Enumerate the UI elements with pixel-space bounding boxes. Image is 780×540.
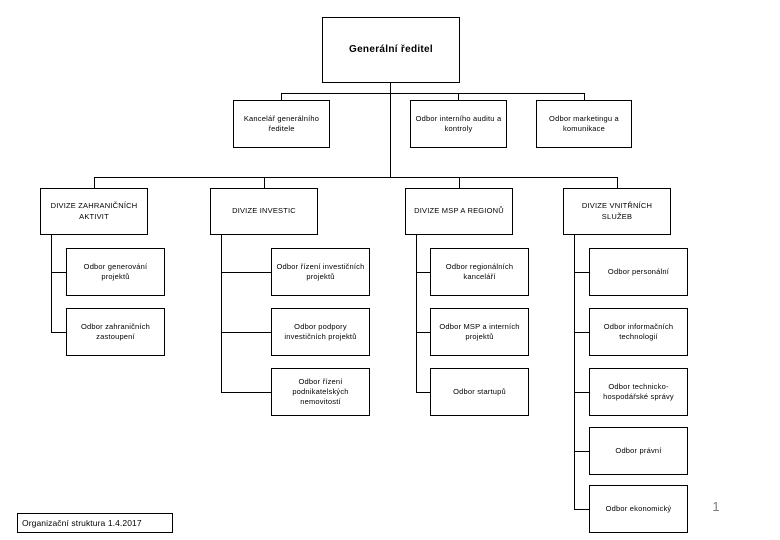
connector-line: [221, 332, 271, 333]
connector-line: [574, 332, 589, 333]
node-odbor-interniho-auditu-a-kontroly: Odbor interního auditu a kontroly: [410, 100, 507, 148]
footer-caption: Organizační struktura 1.4.2017: [17, 513, 173, 533]
node-odbor-zahranicnich-zastoupeni: Odbor zahraničních zastoupení: [66, 308, 165, 356]
connector-line: [416, 392, 430, 393]
node-odbor-technicko-hospodarske-spravy: Odbor technicko-hospodářské správy: [589, 368, 688, 416]
connector-line: [51, 235, 52, 332]
connector-line: [221, 272, 271, 273]
connector-line: [574, 392, 589, 393]
connector-line: [221, 235, 222, 392]
page-number: 1: [712, 499, 720, 514]
node-divize-investic: DIVIZE INVESTIC: [210, 188, 318, 235]
connector-line: [574, 509, 589, 510]
connector-line: [416, 332, 430, 333]
node-odbor-informacnich-technologii: Odbor informačních technologií: [589, 308, 688, 356]
node-divize-vnitrnich-sluzeb: DIVIZE VNITŘNÍCH SLUŽEB: [563, 188, 671, 235]
node-odbor-marketingu-a-komunikace: Odbor marketingu a komunikace: [536, 100, 632, 148]
connector-line: [281, 93, 282, 100]
node-odbor-ekonomicky: Odbor ekonomický: [589, 485, 688, 533]
node-odbor-startupu: Odbor startupů: [430, 368, 529, 416]
connector-line: [584, 93, 585, 100]
node-generalni-reditel: Generální ředitel: [322, 17, 460, 83]
node-odbor-podpory-investicnich-projektu: Odbor podpory investičních projektů: [271, 308, 370, 356]
connector-line: [574, 235, 575, 509]
node-odbor-pravni: Odbor právní: [589, 427, 688, 475]
connector-line: [94, 177, 618, 178]
node-odbor-rizeni-podnikatelskych-nemovitosti: Odbor řízení podnikatelských nemovitostí: [271, 368, 370, 416]
connector-line: [390, 83, 391, 177]
connector-line: [221, 392, 271, 393]
node-odbor-rizeni-investicnich-projektu: Odbor řízení investičních projektů: [271, 248, 370, 296]
connector-line: [574, 451, 589, 452]
connector-line: [264, 177, 265, 188]
connector-line: [51, 332, 66, 333]
connector-line: [281, 93, 585, 94]
node-odbor-personalni: Odbor personální: [589, 248, 688, 296]
connector-line: [51, 272, 66, 273]
connector-line: [94, 177, 95, 188]
node-kancelar-generalniho-reditele: Kancelář generálního ředitele: [233, 100, 330, 148]
connector-line: [574, 272, 589, 273]
node-odbor-generovani-projektu: Odbor generování projektů: [66, 248, 165, 296]
connector-line: [416, 272, 430, 273]
node-odbor-regionalnich-kancelari: Odbor regionálních kanceláří: [430, 248, 529, 296]
connector-line: [416, 235, 417, 392]
connector-line: [617, 177, 618, 188]
connector-line: [459, 177, 460, 188]
node-divize-msp-a-regionu: DIVIZE MSP A REGIONŮ: [405, 188, 513, 235]
connector-line: [458, 93, 459, 100]
node-odbor-msp-a-internich-projektu: Odbor MSP a interních projektů: [430, 308, 529, 356]
node-divize-zahranicnich-aktivit: DIVIZE ZAHRANIČNÍCH AKTIVIT: [40, 188, 148, 235]
